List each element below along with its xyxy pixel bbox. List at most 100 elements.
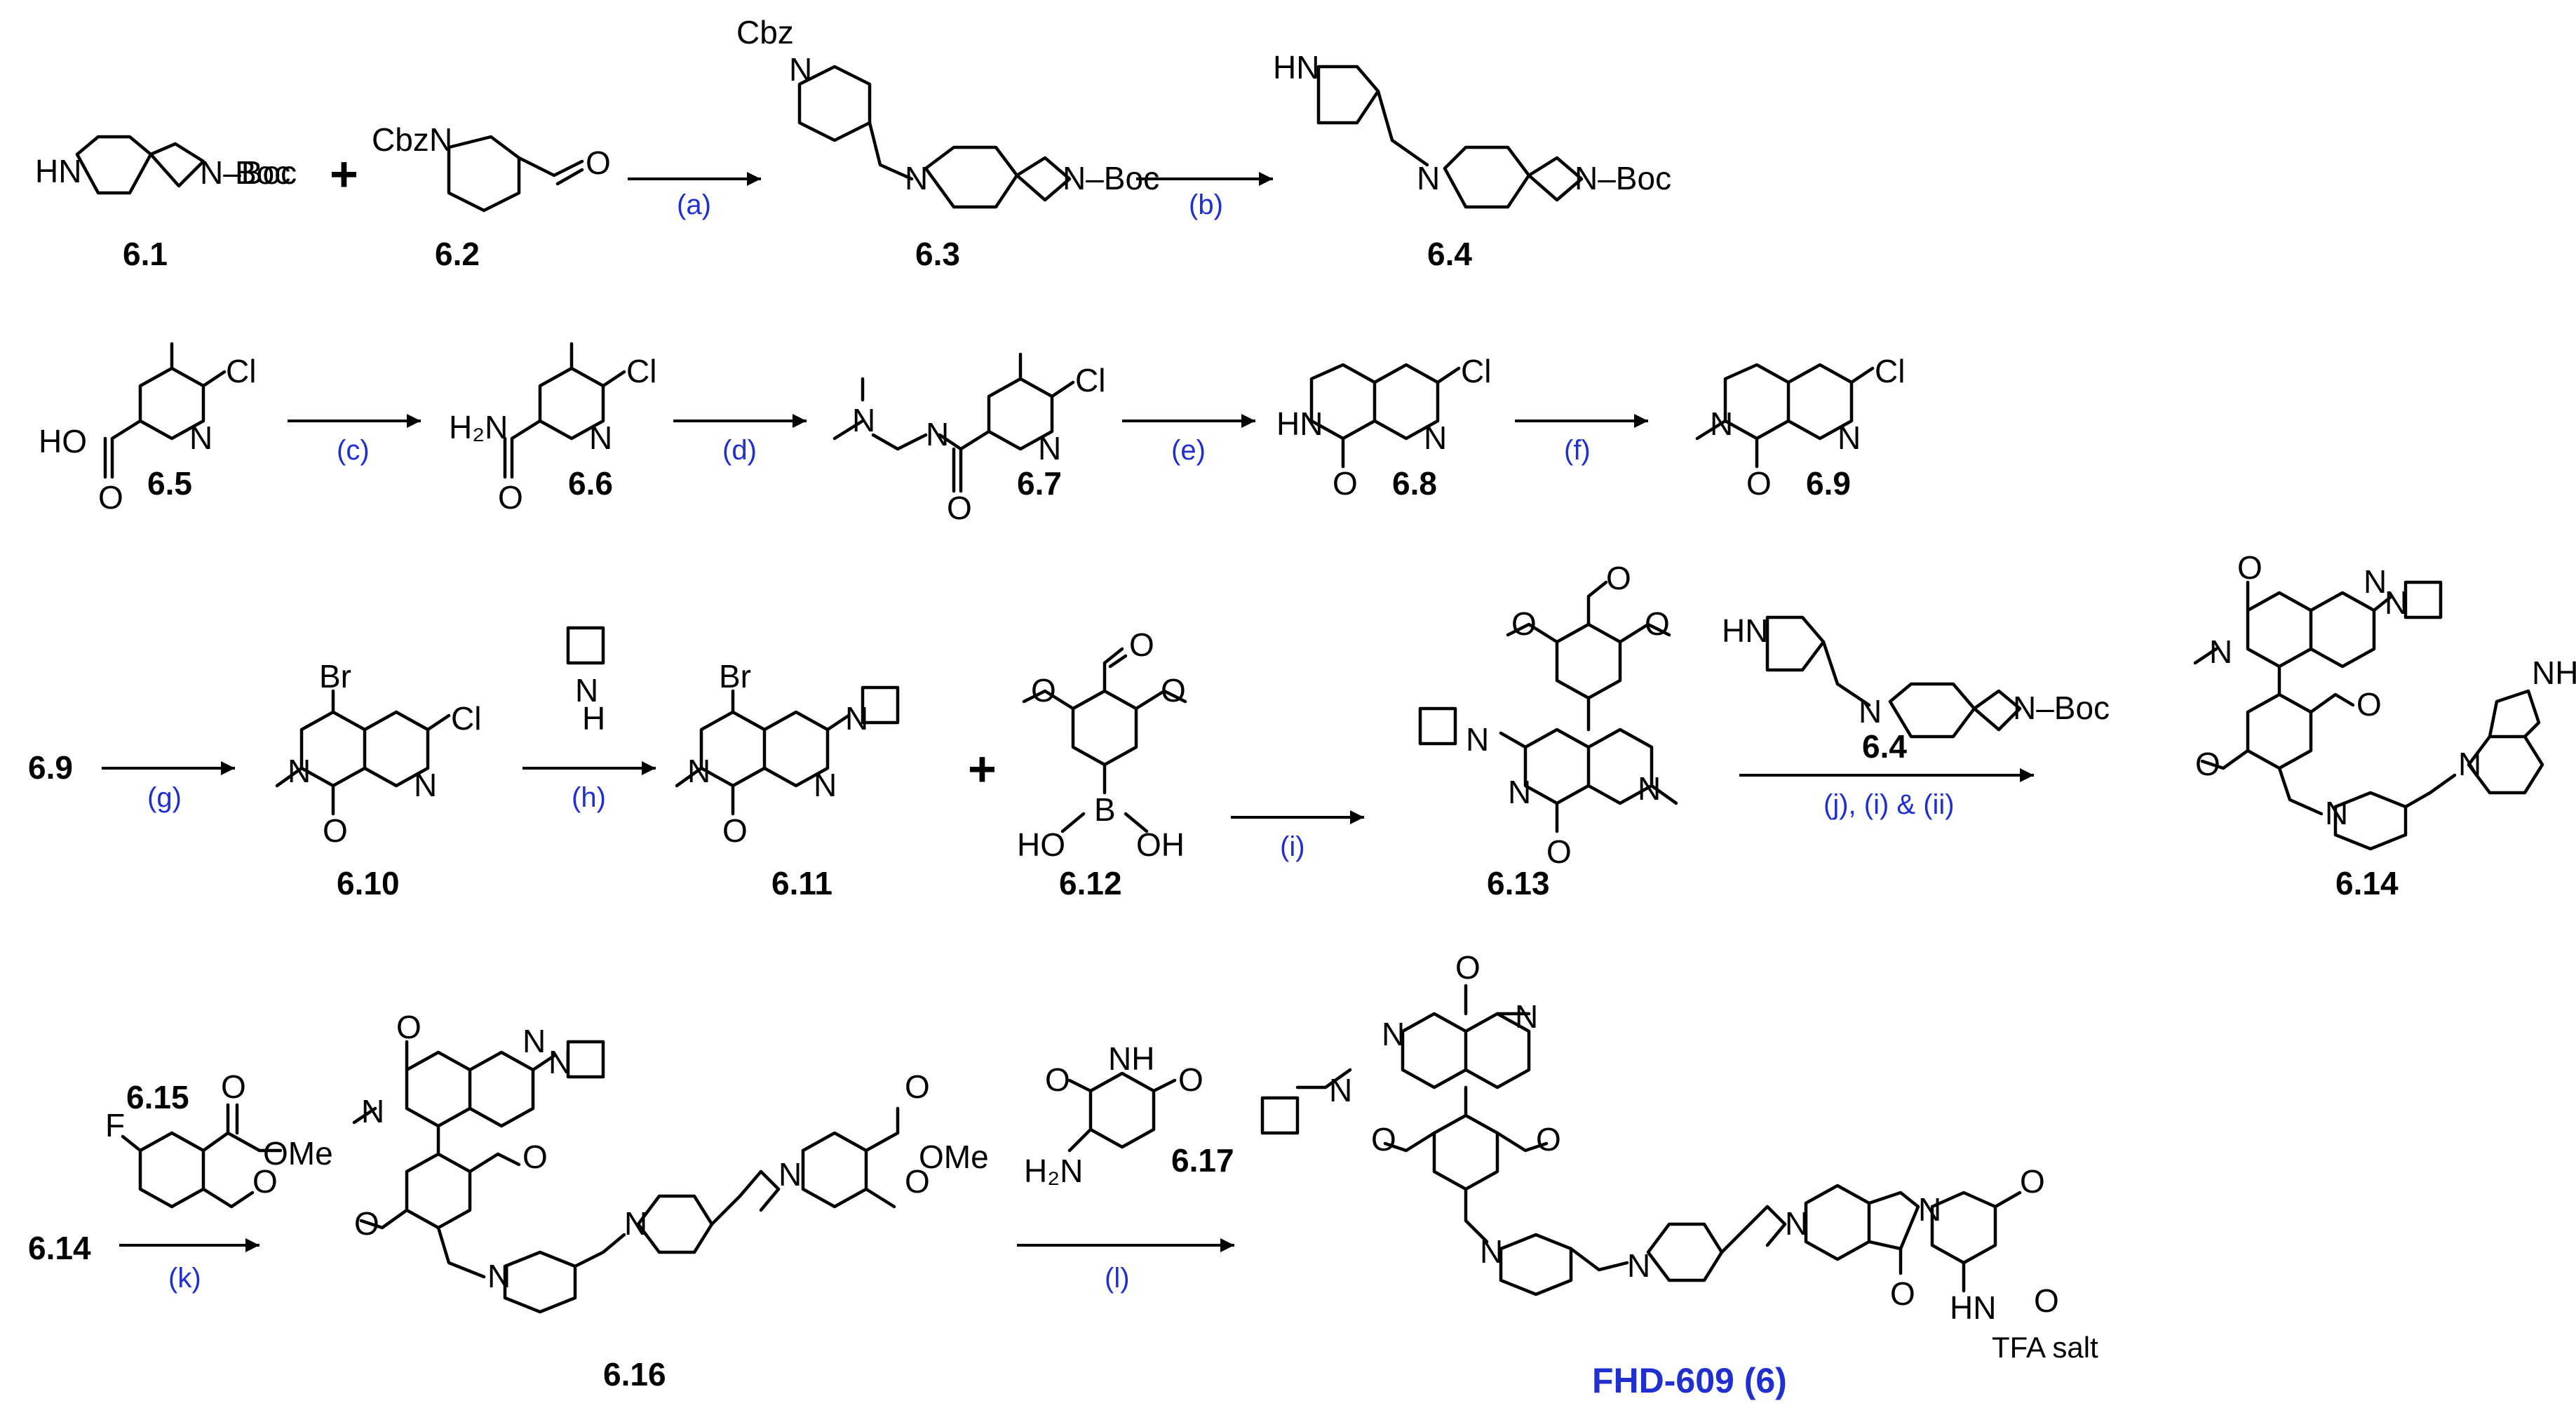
atom-n: N xyxy=(548,1044,572,1080)
condition-i: (i) xyxy=(1280,831,1305,862)
atom-n: N xyxy=(1627,1247,1650,1284)
compound-label-6-14: 6.14 xyxy=(2335,865,2399,901)
atom-o: O xyxy=(947,490,972,526)
compound-6-12-structure: O O O B HO OH xyxy=(1017,626,1187,863)
atom-o: O xyxy=(498,479,523,516)
compound-6-3-structure: Cbz N N N–Boc xyxy=(736,14,1159,209)
atom-o: O xyxy=(1031,672,1056,709)
compound-label-6-14-start: 6.14 xyxy=(28,1230,91,1266)
atom-n: N xyxy=(687,753,710,789)
atom-o: O xyxy=(221,1068,246,1105)
atom-cl: Cl xyxy=(1075,362,1105,398)
atom-o: O xyxy=(2237,549,2263,586)
compound-6-9-structure: N Cl N O xyxy=(1695,353,1905,502)
atom-o: O xyxy=(905,1068,930,1105)
compound-label-6-4: 6.4 xyxy=(1427,236,1472,272)
atom-nh: NH xyxy=(1108,1040,1154,1077)
atom-o: O xyxy=(1645,605,1670,642)
atom-h: H xyxy=(582,700,605,737)
compound-6-4-reagent-structure: HN N N–Boc xyxy=(1722,612,2110,739)
compound-6-11-structure: Br N N N O xyxy=(675,658,900,849)
atom-br: Br xyxy=(719,658,751,695)
atom-n: N xyxy=(1329,1072,1352,1108)
atom-o: O xyxy=(1045,1061,1070,1098)
atom-n: N xyxy=(575,672,598,709)
atom-n: N xyxy=(905,160,928,196)
atom-n: N xyxy=(429,121,452,158)
atom-o: O xyxy=(1511,605,1537,642)
compound-label-6-10: 6.10 xyxy=(337,865,400,901)
final-product-label: FHD-609 (6) xyxy=(1592,1361,1787,1400)
atom-n: N xyxy=(845,700,868,737)
atom-n: N xyxy=(414,767,437,803)
atom-hn: HN xyxy=(1273,49,1319,86)
atom-o: O xyxy=(522,1139,548,1175)
compound-label-6-9-start: 6.9 xyxy=(28,749,73,786)
atom-o: O xyxy=(1606,560,1631,596)
atom-cl: Cl xyxy=(1875,353,1905,389)
compound-6-17-structure: NH O O H₂N xyxy=(1024,1040,1203,1189)
compound-label-6-12: 6.12 xyxy=(1059,865,1122,901)
compound-label-6-3: 6.3 xyxy=(915,236,960,272)
atom-o: O xyxy=(323,812,348,849)
compound-6-4-structure: HN N N–Boc xyxy=(1273,49,1671,209)
atom-n: N xyxy=(487,1258,511,1294)
atom-oh: OH xyxy=(1136,826,1185,863)
condition-g: (g) xyxy=(147,782,182,813)
atom-o: O xyxy=(2034,1282,2059,1319)
atom-n: N xyxy=(1710,405,1733,442)
atom-b: B xyxy=(1094,791,1116,828)
atom-n: N xyxy=(1837,420,1861,456)
atom-nh: HN xyxy=(1950,1289,1996,1326)
atom-cl: Cl xyxy=(1461,353,1491,389)
compound-label-6-8: 6.8 xyxy=(1392,465,1437,502)
atom-n: N xyxy=(288,753,311,789)
atom-n: N xyxy=(2325,795,2348,831)
atom-cbz: Cbz xyxy=(736,14,794,51)
condition-j: (j), (i) & (ii) xyxy=(1823,789,1955,820)
compound-6-7-structure: N N Cl N O xyxy=(832,352,1105,526)
condition-e: (e) xyxy=(1171,435,1206,466)
atom-n: N xyxy=(189,420,213,456)
atom-o: O xyxy=(1455,949,1481,986)
atom-n: N xyxy=(1918,1191,1941,1228)
condition-a: (a) xyxy=(677,189,711,220)
salt-label: TFA salt xyxy=(1992,1331,2098,1364)
atom-n: N xyxy=(1859,693,1882,730)
compound-label-6-15: 6.15 xyxy=(126,1079,189,1115)
compound-6-2-structure: Cbz N O xyxy=(372,121,611,213)
final-product-structure: O N N N O O N N N N O O HN O xyxy=(1260,949,2059,1326)
atom-o: O xyxy=(905,1163,930,1200)
atom-n: N xyxy=(522,1023,546,1059)
atom-n: N xyxy=(1480,1233,1503,1270)
compound-label-6-6: 6.6 xyxy=(568,465,613,502)
compound-6-5-structure: HO Cl N O xyxy=(39,342,256,516)
atom-nh: HN xyxy=(1276,405,1323,442)
atom-n: N xyxy=(1038,430,1061,467)
plus-sign-2: + xyxy=(968,742,997,796)
atom-nh: NH xyxy=(2532,655,2576,691)
atom-cl: Cl xyxy=(626,353,656,389)
atom-n: N xyxy=(1515,998,1538,1035)
atom-o: O xyxy=(1178,1061,1203,1098)
atom-o: O xyxy=(1161,672,1186,709)
atom-cl: Cl xyxy=(451,700,481,737)
condition-d: (d) xyxy=(722,435,757,466)
atom-n: N xyxy=(1424,420,1447,456)
atom-h2n: H₂N xyxy=(1024,1153,1083,1189)
atom-n: N xyxy=(852,402,875,438)
atom-o: O xyxy=(1333,465,1358,502)
atom-f: F xyxy=(105,1107,125,1144)
atom-n: N xyxy=(2363,563,2387,600)
atom-o: O xyxy=(2356,686,2382,723)
atom-n: N xyxy=(1638,770,1661,807)
atom-n: N xyxy=(814,767,837,803)
compound-6-10-structure: Br N Cl N O xyxy=(275,658,481,849)
atom-n: N xyxy=(926,416,949,452)
atom-o: O xyxy=(1546,833,1572,870)
atom-n: N xyxy=(2209,633,2232,670)
atom-ho: HO xyxy=(1017,826,1065,863)
atom-h2n: H₂N xyxy=(449,409,508,445)
condition-f: (f) xyxy=(1564,435,1591,466)
atom-o: O xyxy=(1371,1121,1396,1158)
